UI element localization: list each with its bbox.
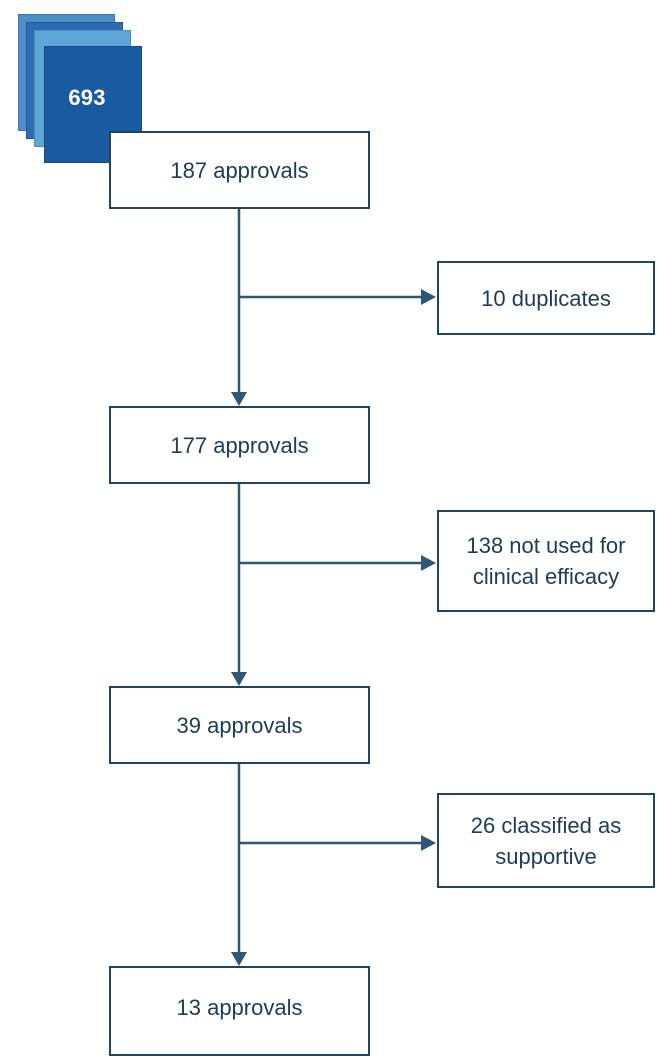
arrow-down-1 — [231, 392, 247, 406]
stack-count-label: 693 — [68, 85, 106, 110]
exclusion-box-2: 138 not used for clinical efficacy — [437, 510, 655, 612]
step-box-3-label: 39 approvals — [176, 712, 303, 738]
exclusion-box-3-label: 26 classified as supportive — [470, 812, 622, 869]
arrow-down-3 — [231, 952, 247, 966]
step-box-4: 13 approvals — [109, 966, 370, 1056]
step-box-2: 177 approvals — [109, 406, 370, 484]
step-box-3: 39 approvals — [109, 686, 370, 764]
arrow-down-2 — [231, 672, 247, 686]
exclusion-box-3: 26 classified as supportive — [437, 793, 655, 888]
exclusion-box-1-label: 10 duplicates — [481, 285, 611, 311]
step-box-2-label: 177 approvals — [170, 432, 309, 458]
arrow-right-3 — [421, 835, 436, 851]
exclusion-box-1: 10 duplicates — [437, 261, 655, 335]
step-box-1-label: 187 approvals — [170, 157, 309, 183]
exclusion-box-2-label: 138 not used for clinical efficacy — [466, 533, 626, 589]
arrow-right-2 — [421, 555, 436, 571]
arrow-right-1 — [421, 289, 436, 305]
step-box-1: 187 approvals — [109, 131, 370, 209]
step-box-4-label: 13 approvals — [176, 995, 303, 1020]
